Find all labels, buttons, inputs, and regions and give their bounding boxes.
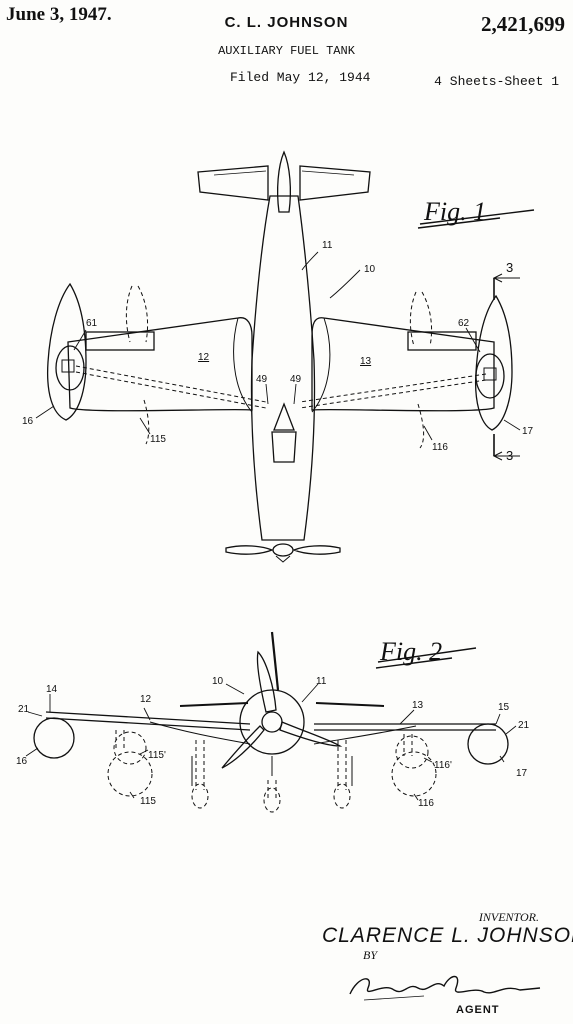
inventor-label: INVENTOR. <box>478 910 539 924</box>
ref-10: 10 <box>364 264 376 275</box>
ref-62: 62 <box>458 318 470 329</box>
fuselage <box>250 195 316 541</box>
ref-49-right: 49 <box>290 374 302 385</box>
patent-title: AUXILIARY FUEL TANK <box>218 44 355 58</box>
ref-115: 115 <box>150 434 166 445</box>
ref-10-front: 10 <box>212 676 224 687</box>
ref-16: 16 <box>22 416 34 427</box>
ref-115-front: 115 <box>140 796 156 807</box>
tip-tank-right <box>474 294 513 431</box>
ref-61: 61 <box>86 318 98 329</box>
ref-12: 12 <box>198 352 210 363</box>
issue-date: June 3, 1947. <box>6 4 112 25</box>
agent-label: AGENT <box>456 1004 500 1016</box>
ref-17: 17 <box>522 426 534 437</box>
ref-116-front: 116 <box>418 798 434 809</box>
front-propeller <box>221 650 343 769</box>
ref-15: 15 <box>498 702 510 713</box>
ref-12-front: 12 <box>140 694 152 705</box>
fig2-label: Fig. 2 <box>375 637 477 669</box>
by-label: BY <box>363 948 378 962</box>
ref-3-top: 3 <box>506 260 513 275</box>
front-fuselage <box>239 689 305 755</box>
canopy <box>271 402 297 463</box>
wing <box>67 317 253 412</box>
ref-11: 11 <box>322 240 333 251</box>
front-tank-right <box>467 723 509 765</box>
ref-21-left: 21 <box>18 704 30 715</box>
horizontal-stabilizer <box>197 165 371 201</box>
ref-116-prime: 116' <box>434 760 452 771</box>
aileron-left <box>85 331 155 351</box>
vertical-fin <box>277 150 291 213</box>
filed-date: Filed May 12, 1944 <box>230 70 371 85</box>
inventor-signature-name: CLARENCE L. JOHNSON <box>322 924 573 947</box>
ref-13-front: 13 <box>412 700 424 711</box>
svg-text:George C. Sullivan: George C. Sullivan <box>384 1005 399 1007</box>
front-tank-left <box>33 717 75 759</box>
aileron-right <box>407 331 477 351</box>
ref-3-bottom: 3 <box>506 448 513 463</box>
drop-tanks <box>107 730 437 813</box>
sheet-count: 4 Sheets-Sheet 1 <box>434 74 559 89</box>
ref-14: 14 <box>46 684 58 695</box>
front-wing <box>45 711 496 731</box>
ref-21-right: 21 <box>518 720 530 731</box>
ref-116: 116 <box>432 442 448 453</box>
svg-text:Fig. 2: Fig. 2 <box>379 637 442 666</box>
svg-text:Fig. 1: Fig. 1 <box>423 197 486 226</box>
fig2-drawing: Fig. 2 <box>16 631 530 813</box>
fuel-lines <box>75 285 487 449</box>
ref-13: 13 <box>360 356 372 367</box>
ref-49-left: 49 <box>256 374 268 385</box>
ref-16-front: 16 <box>16 756 28 767</box>
agent-signature: George C. Sullivan <box>349 975 541 1007</box>
inventor-header: C. L. JOHNSON <box>224 14 349 31</box>
ref-115-prime: 115' <box>148 750 166 761</box>
fig1-label: Fig. 1 <box>417 197 535 229</box>
fig1-drawing: Fig. 1 11 10 3 3 61 62 12 13 49 49 16 17… <box>22 150 535 563</box>
ref-11-front: 11 <box>316 676 327 687</box>
patent-number: 2,421,699 <box>481 12 565 36</box>
propeller <box>225 545 341 555</box>
ref-17-front: 17 <box>516 768 528 779</box>
